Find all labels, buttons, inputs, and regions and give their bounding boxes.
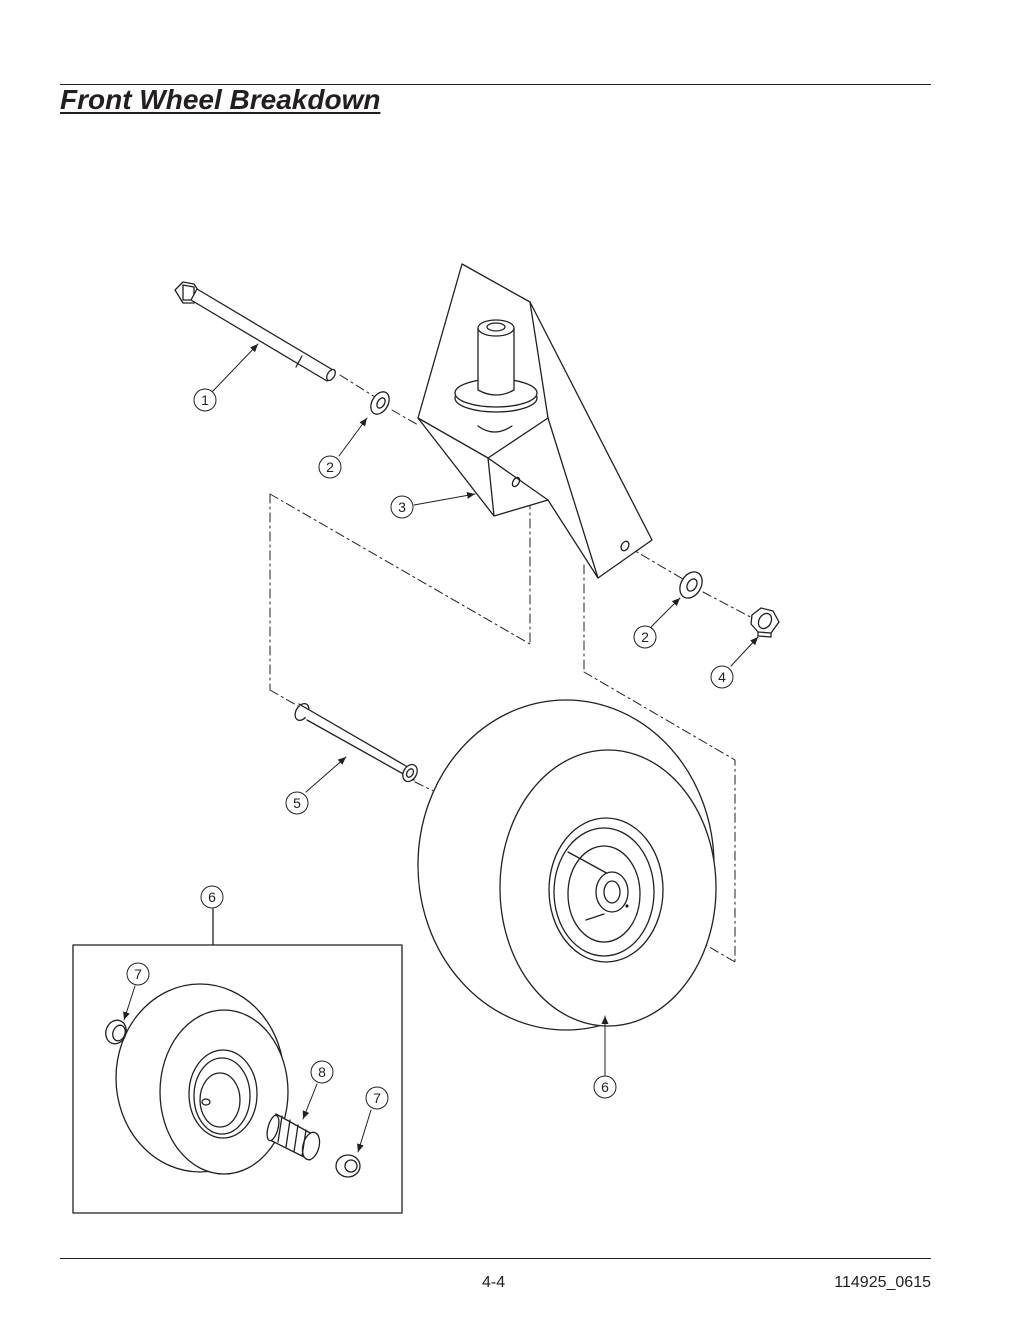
- page-number: 4-4: [482, 1274, 506, 1291]
- washer-upper: [370, 391, 390, 415]
- washer-lower: [679, 571, 703, 599]
- callout-5: 5: [285, 791, 309, 815]
- callout-4: 4: [710, 665, 734, 689]
- bearing-right: [335, 1154, 361, 1178]
- page-title: Front Wheel Breakdown: [60, 84, 381, 115]
- callout-leaders: [123, 343, 759, 1153]
- svg-text:8: 8: [318, 1064, 326, 1080]
- bolt: [174, 281, 336, 382]
- wheel: [417, 699, 717, 1031]
- footer-rule: [60, 1258, 931, 1259]
- callout-2-upper: 2: [318, 455, 342, 479]
- svg-text:5: 5: [293, 795, 301, 811]
- callout-3: 3: [390, 495, 414, 519]
- svg-text:1: 1: [201, 392, 209, 408]
- svg-text:7: 7: [134, 966, 142, 982]
- svg-text:6: 6: [601, 1079, 609, 1095]
- callout-6-wheel: 6: [593, 1075, 617, 1099]
- svg-text:7: 7: [373, 1090, 381, 1106]
- callout-1: 1: [193, 388, 217, 412]
- locknut: [750, 607, 780, 638]
- callout-7-left: 7: [126, 962, 150, 986]
- spacer-tube: [294, 702, 418, 783]
- caster-fork: [417, 263, 653, 579]
- svg-text:6: 6: [208, 889, 216, 905]
- callout-7-right: 7: [365, 1086, 389, 1110]
- callout-6-assembly: 6: [200, 885, 224, 909]
- document-number: 114925_0615: [834, 1274, 931, 1291]
- svg-text:3: 3: [398, 499, 406, 515]
- header-rule: [60, 84, 931, 85]
- wheel-assembly-inset: [72, 908, 403, 1214]
- svg-text:4: 4: [718, 669, 726, 685]
- callout-8: 8: [310, 1060, 334, 1084]
- callout-balloons: 1 2 3 2 4 5 6 6: [126, 388, 734, 1110]
- svg-text:2: 2: [641, 629, 649, 645]
- svg-text:2: 2: [326, 459, 334, 475]
- callout-2-lower: 2: [633, 625, 657, 649]
- bearing-left: [105, 1019, 127, 1045]
- bushing: [266, 1113, 321, 1161]
